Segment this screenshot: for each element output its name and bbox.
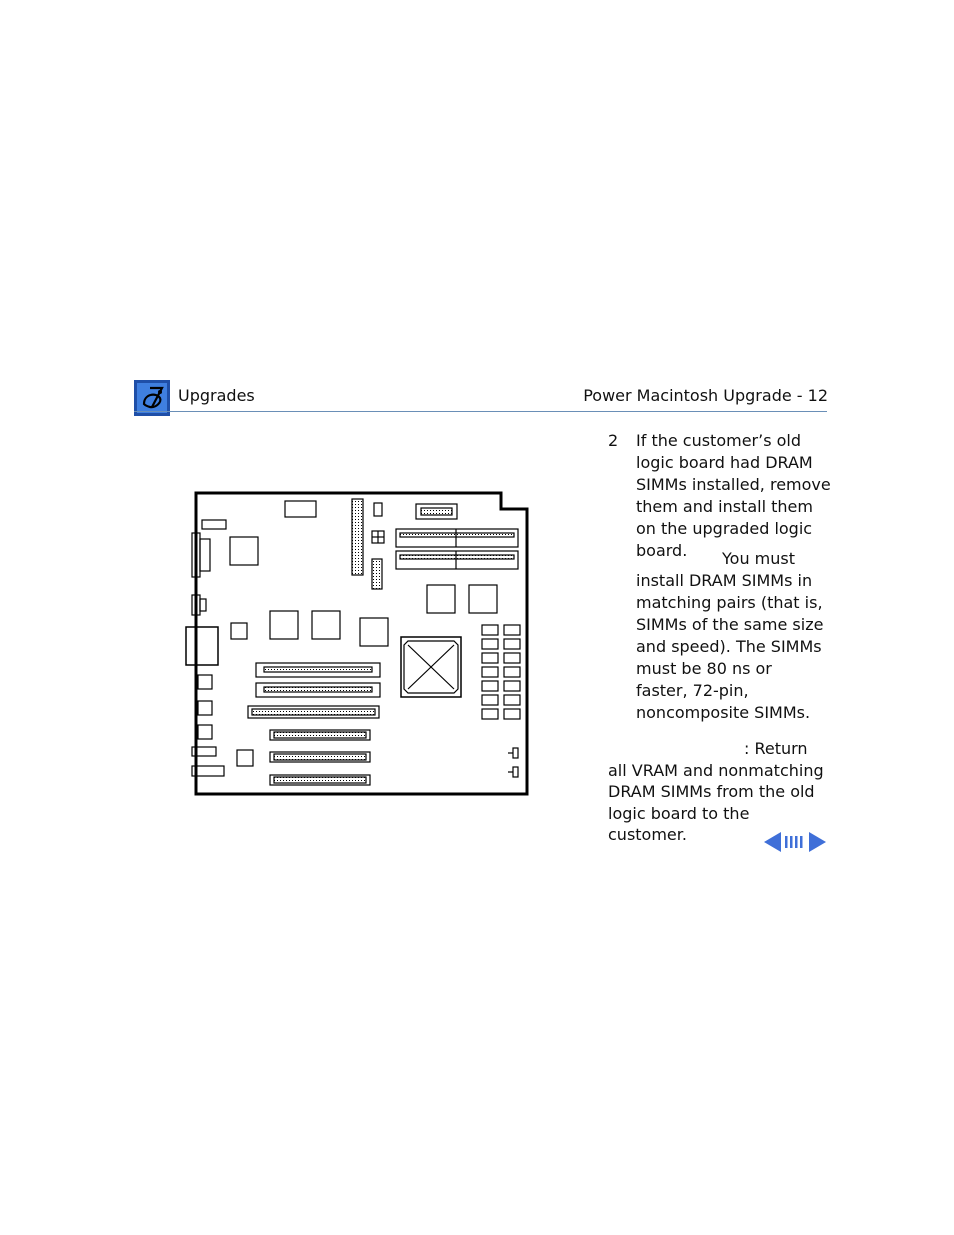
page-navigation <box>764 832 826 852</box>
page-title: Power Macintosh Upgrade - 12 <box>583 386 828 405</box>
apple-service-logo-icon <box>134 380 170 416</box>
left-arrow-icon[interactable] <box>764 832 781 852</box>
note-paragraph: You must install DRAM SIMMs in matching … <box>636 548 828 724</box>
caution-text: all VRAM and nonmatching DRAM SIMMs from… <box>608 760 824 845</box>
logic-board-diagram-icon <box>185 491 529 796</box>
step-text: If the customer’s old logic board had DR… <box>636 431 831 560</box>
caution-lead: : Return <box>744 739 808 758</box>
header-divider <box>134 411 827 412</box>
index-bars-icon[interactable] <box>785 836 803 848</box>
caution-paragraph: : Return all VRAM and nonmatching DRAM S… <box>608 738 828 846</box>
right-arrow-icon[interactable] <box>809 832 826 852</box>
step-number: 2 <box>608 431 619 450</box>
note-lead: You must <box>722 549 795 568</box>
section-title: Upgrades <box>178 386 255 405</box>
note-text: install DRAM SIMMs in matching pairs (th… <box>636 571 824 722</box>
